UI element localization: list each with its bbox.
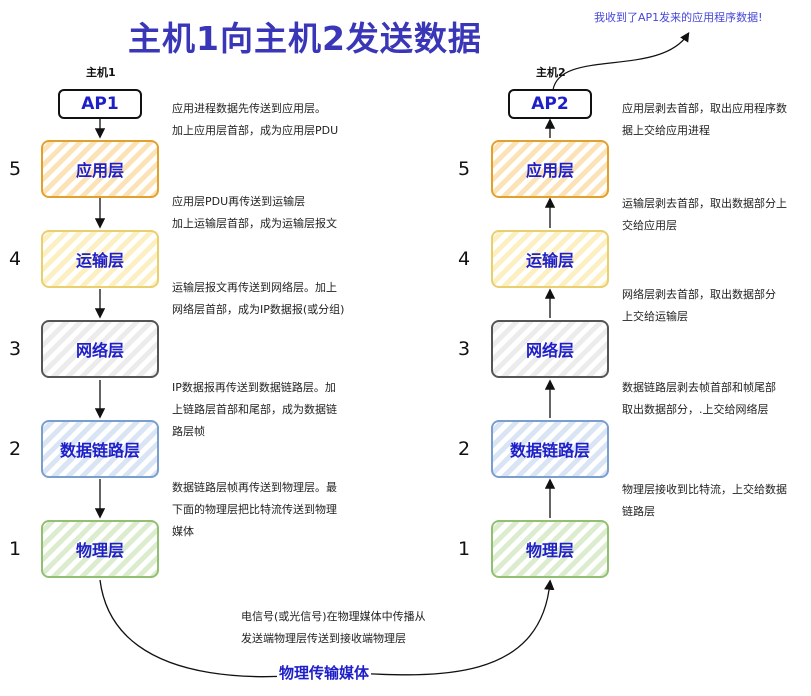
received-message: 我收到了AP1发来的应用程序数据! <box>594 11 763 24</box>
host2-layer-physical: 物理层 <box>491 520 609 578</box>
note-left-datalink: IP数据报再传送到数据链路层。加 上链路层首部和尾部，成为数据链 路层帧 <box>172 381 337 438</box>
signal-note: 电信号(或光信号)在物理媒体中传播从 发送端物理层传送到接收端物理层 <box>241 610 426 645</box>
ap2-box: AP2 <box>508 89 592 119</box>
page-title: 主机1向主机2发送数据 <box>128 19 482 58</box>
note-left-physical: 数据链路层帧再传送到物理层。最 下面的物理层把比特流传送到物理 媒体 <box>172 481 337 538</box>
host2-layer-number-5: 5 <box>458 158 471 180</box>
note-left-transport: 应用层PDU再传送到运输层 加上运输层首部，成为运输层报文 <box>172 195 337 230</box>
host1-layer-application: 应用层 <box>41 140 159 198</box>
note-right-application: 应用层剥去首部，取出应用程序数 据上交给应用进程 <box>622 102 787 137</box>
host2-label: 主机2 <box>536 66 566 79</box>
host2-layer-datalink: 数据链路层 <box>491 420 609 478</box>
host1-layer-number-2: 2 <box>9 438 22 460</box>
note-left-network: 运输层报文再传送到网络层。加上 网络层首部，成为IP数据报(或分组) <box>172 281 345 316</box>
host2-layer-number-3: 3 <box>458 338 471 360</box>
host1-layer-network: 网络层 <box>41 320 159 378</box>
physical-medium-label: 物理传输媒体 <box>277 662 372 683</box>
host2-layer-number-4: 4 <box>458 248 471 270</box>
host1-layer-number-1: 1 <box>9 538 22 560</box>
ap1-box: AP1 <box>58 89 142 119</box>
note-right-network: 网络层剥去首部，取出数据部分 上交给运输层 <box>622 288 776 323</box>
host1-layer-number-5: 5 <box>9 158 22 180</box>
host1-layer-number-4: 4 <box>9 248 22 270</box>
host1-layer-transport: 运输层 <box>41 230 159 288</box>
host2-layer-application: 应用层 <box>491 140 609 198</box>
arrow-ap2-to-message <box>552 31 690 91</box>
host2-layer-number-1: 1 <box>458 538 471 560</box>
note-left-application: 应用进程数据先传送到应用层。 加上应用层首部，成为应用层PDU <box>172 102 339 137</box>
host1-layer-datalink: 数据链路层 <box>41 420 159 478</box>
host1-label: 主机1 <box>86 66 116 79</box>
host2-layer-network: 网络层 <box>491 320 609 378</box>
host1-layer-number-3: 3 <box>9 338 22 360</box>
host2-layer-transport: 运输层 <box>491 230 609 288</box>
note-right-datalink: 数据链路层剥去帧首部和帧尾部 取出数据部分，.上交给网络层 <box>622 381 776 416</box>
note-right-transport: 运输层剥去首部，取出数据部分上 交给应用层 <box>622 197 787 232</box>
note-right-physical: 物理层接收到比特流，上交给数据 链路层 <box>622 483 787 518</box>
host2-layer-number-2: 2 <box>458 438 471 460</box>
host1-layer-physical: 物理层 <box>41 520 159 578</box>
